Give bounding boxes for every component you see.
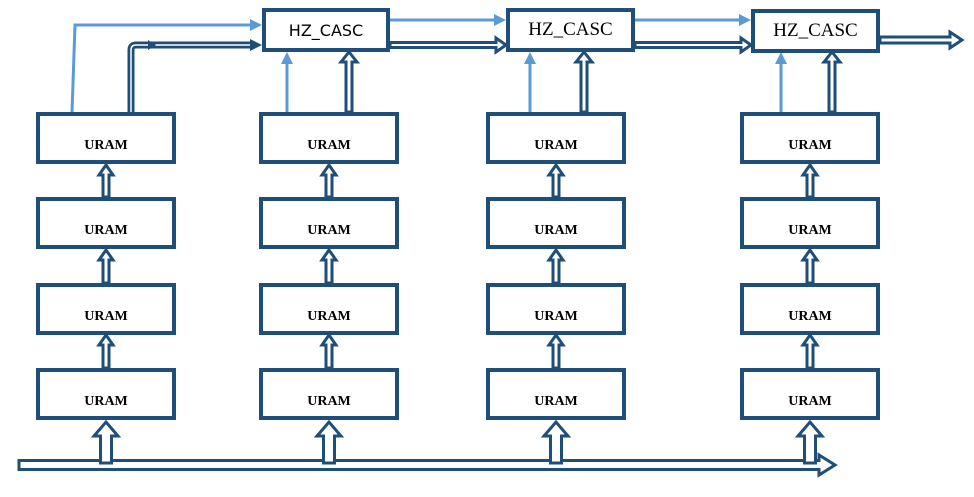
hz-casc-label: HZ_CASC bbox=[288, 20, 364, 40]
cascade-up-arrow bbox=[546, 332, 566, 370]
light-arrow-head bbox=[494, 14, 506, 26]
bus-to-uram-arrow bbox=[313, 419, 345, 465]
uram-label: URAM bbox=[534, 309, 578, 324]
uram-block: URAM bbox=[486, 112, 626, 164]
light-arrow-head bbox=[281, 52, 293, 64]
light-arrow-head bbox=[739, 14, 751, 26]
cascade-up-arrow bbox=[96, 247, 116, 285]
dark-up-arrow bbox=[337, 49, 361, 114]
hz-casc-label: HZ_CASC bbox=[773, 20, 858, 41]
uram-label: URAM bbox=[84, 138, 128, 153]
cascade-up-arrow bbox=[319, 247, 339, 285]
uram-block: URAM bbox=[740, 112, 880, 164]
uram-block: URAM bbox=[486, 283, 626, 335]
uram-block: URAM bbox=[740, 283, 880, 335]
uram-label: URAM bbox=[534, 394, 578, 409]
uram-label: URAM bbox=[84, 309, 128, 324]
uram-block: URAM bbox=[36, 368, 176, 420]
bus-to-uram-arrow bbox=[540, 419, 572, 465]
dark-up-arrow bbox=[820, 49, 844, 114]
uram-block: URAM bbox=[36, 112, 176, 164]
uram-label: URAM bbox=[307, 309, 351, 324]
uram-block: URAM bbox=[486, 197, 626, 249]
dark-arrow-head bbox=[148, 40, 156, 50]
uram-block: URAM bbox=[259, 283, 399, 335]
cascade-up-arrow bbox=[800, 332, 820, 370]
uram-label: URAM bbox=[534, 138, 578, 153]
cascade-up-arrow bbox=[546, 247, 566, 285]
light-arrow-head bbox=[775, 52, 787, 64]
cascade-up-arrow bbox=[800, 247, 820, 285]
input-bus-arrow bbox=[17, 452, 838, 478]
uram-label: URAM bbox=[788, 138, 832, 153]
light-route-line bbox=[70, 23, 252, 113]
uram-block: URAM bbox=[36, 283, 176, 335]
bus-to-uram-arrow bbox=[90, 419, 122, 465]
cascade-up-arrow bbox=[96, 332, 116, 370]
uram-block: URAM bbox=[36, 197, 176, 249]
dark-route-inner bbox=[130, 44, 252, 112]
uram-block: URAM bbox=[740, 197, 880, 249]
dark-route-outline bbox=[127, 41, 252, 112]
uram-label: URAM bbox=[788, 223, 832, 238]
uram-label: URAM bbox=[307, 394, 351, 409]
uram-block: URAM bbox=[259, 368, 399, 420]
dark-cascade-arrow bbox=[388, 35, 509, 55]
uram-block: URAM bbox=[259, 197, 399, 249]
dark-cascade-arrow bbox=[633, 35, 754, 55]
cascade-up-arrow bbox=[319, 332, 339, 370]
hz-casc-block-3: HZ_CASC bbox=[751, 9, 880, 53]
uram-label: URAM bbox=[84, 394, 128, 409]
uram-label: URAM bbox=[788, 309, 832, 324]
bus-to-uram-arrow bbox=[794, 419, 826, 465]
uram-block: URAM bbox=[740, 368, 880, 420]
uram-label: URAM bbox=[788, 394, 832, 409]
uram-label: URAM bbox=[307, 223, 351, 238]
cascade-up-arrow bbox=[319, 162, 339, 199]
output-arrow bbox=[878, 29, 965, 51]
dark-up-arrow bbox=[572, 49, 596, 114]
uram-label: URAM bbox=[534, 223, 578, 238]
hz-casc-label: HZ_CASC bbox=[528, 19, 613, 40]
cascade-up-arrow bbox=[546, 162, 566, 199]
light-arrow-head bbox=[524, 52, 536, 64]
cascade-up-arrow bbox=[800, 162, 820, 199]
uram-label: URAM bbox=[307, 138, 351, 153]
hz-casc-block-1: HZ_CASC bbox=[262, 8, 390, 52]
uram-block: URAM bbox=[486, 368, 626, 420]
uram-label: URAM bbox=[84, 223, 128, 238]
cascade-up-arrow bbox=[96, 162, 116, 199]
hz-casc-block-2: HZ_CASC bbox=[506, 8, 635, 52]
uram-block: URAM bbox=[259, 112, 399, 164]
light-arrow-head bbox=[250, 19, 262, 31]
dark-arrow-head bbox=[250, 39, 262, 51]
